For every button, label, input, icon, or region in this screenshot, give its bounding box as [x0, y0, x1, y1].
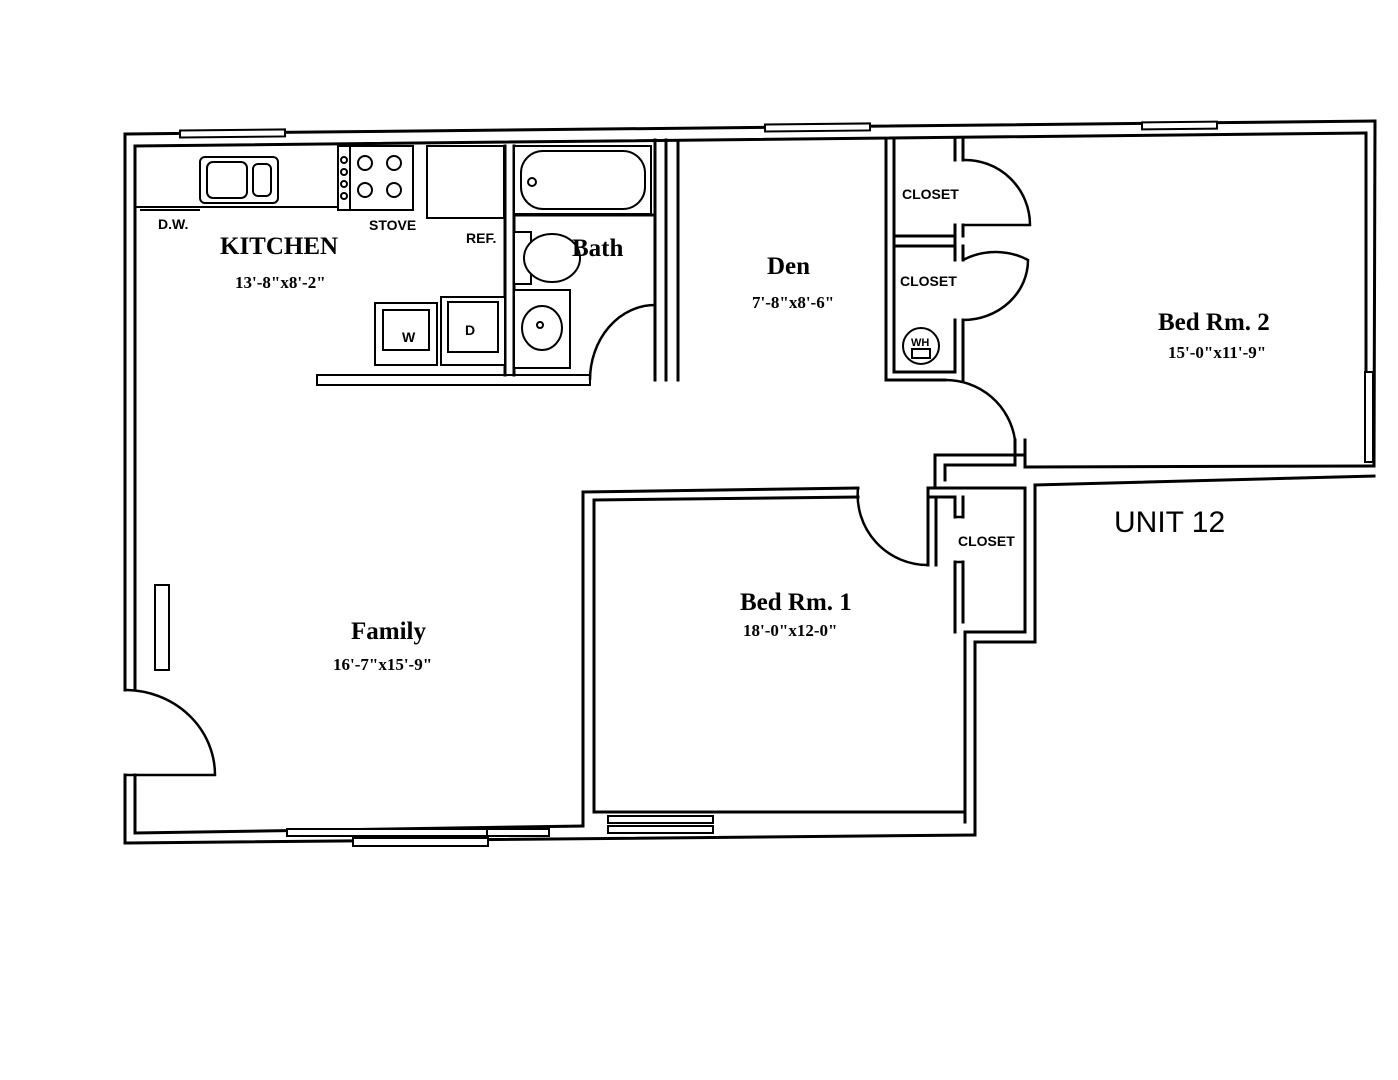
bath-fixtures: [513, 145, 652, 369]
windows: [154, 120, 1374, 847]
water-heater-label: WH: [911, 337, 929, 349]
bedroom2-name: Bed Rm. 2: [1158, 309, 1270, 336]
kitchen-dims: 13'-8"x8'-2": [235, 273, 326, 292]
closet-middle-label: CLOSET: [900, 273, 957, 289]
interior-walls: [316, 137, 1027, 828]
refrigerator-icon: [426, 145, 505, 219]
closet-middle-door-arc: [962, 250, 1030, 322]
den-dims: 7'-8"x8'-6": [752, 293, 834, 312]
bath-name: Bath: [572, 235, 624, 262]
bathtub-icon: [513, 145, 652, 215]
labels: KITCHEN 13'-8"x8'-2" Bath Den 7'-8"x8'-6…: [158, 186, 1270, 674]
stove-label: STOVE: [369, 217, 416, 233]
water-heater-icon: [902, 327, 940, 365]
bath-door-arc: [588, 303, 656, 381]
closet-upper-label: CLOSET: [902, 186, 959, 202]
bedroom2-door-arc: [944, 378, 1017, 441]
vanity-sink-icon: [513, 289, 571, 369]
kitchen-name: KITCHEN: [220, 233, 338, 260]
doors: [124, 158, 1032, 777]
toilet-icon: [513, 231, 581, 285]
closet-upper-door-arc: [962, 158, 1032, 227]
family-dims: 16'-7"x15'-9": [333, 655, 432, 674]
family-name: Family: [351, 618, 426, 645]
sink-icon: [199, 156, 279, 204]
bedroom1-dims: 18'-0"x12-0": [743, 621, 837, 640]
bedroom1-name: Bed Rm. 1: [740, 589, 852, 616]
kitchen-fixtures: [135, 145, 506, 366]
closet-lower-door: [955, 515, 963, 564]
bedroom1-door-arc: [856, 487, 929, 567]
washer-label: W: [402, 329, 416, 345]
refrigerator-label: REF.: [466, 230, 496, 246]
washer-dryer: [374, 296, 506, 366]
unit-label: UNIT 12: [1114, 506, 1225, 539]
entry-door-arc: [124, 688, 217, 777]
stove-icon: [337, 145, 414, 211]
exterior-walls: [123, 119, 1377, 845]
closet-lower-label: CLOSET: [958, 533, 1015, 549]
bedroom2-dims: 15'-0"x11'-9": [1168, 343, 1266, 362]
dryer-label: D: [465, 322, 475, 338]
den-name: Den: [767, 253, 810, 280]
dishwasher-label: D.W.: [158, 216, 188, 232]
